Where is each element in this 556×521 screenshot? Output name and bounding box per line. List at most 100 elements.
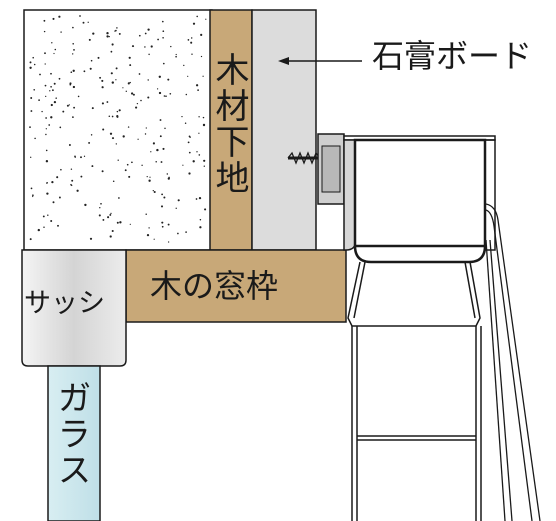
concrete-speckle bbox=[57, 224, 59, 227]
concrete-speckle bbox=[149, 176, 151, 178]
concrete-speckle bbox=[109, 132, 113, 135]
concrete-speckle bbox=[198, 132, 200, 134]
concrete-speckle bbox=[72, 43, 74, 45]
concrete-speckle bbox=[58, 77, 61, 80]
concrete-speckle bbox=[92, 32, 95, 35]
rail-hanger bbox=[347, 261, 482, 521]
concrete-speckle bbox=[197, 89, 199, 91]
concrete-speckle bbox=[52, 17, 55, 20]
concrete-speckle bbox=[45, 149, 48, 152]
concrete-speckle bbox=[131, 161, 133, 164]
concrete-speckle bbox=[54, 48, 57, 51]
concrete-speckle bbox=[89, 237, 93, 240]
concrete-speckle bbox=[115, 79, 117, 81]
concrete-speckle bbox=[188, 172, 191, 175]
concrete-speckle bbox=[192, 160, 195, 163]
concrete-speckle bbox=[202, 123, 206, 127]
wood-base-label: 木材下地 bbox=[209, 52, 249, 196]
concrete-speckle bbox=[166, 173, 169, 175]
concrete-speckle bbox=[109, 213, 112, 216]
concrete-speckle bbox=[147, 96, 150, 99]
concrete-speckle bbox=[147, 79, 149, 81]
concrete-speckle bbox=[89, 67, 92, 70]
concrete-speckle bbox=[51, 42, 53, 44]
concrete-speckle bbox=[80, 175, 83, 178]
concrete-speckle bbox=[33, 88, 36, 91]
concrete-speckle bbox=[138, 73, 141, 75]
concrete-speckle bbox=[90, 134, 93, 136]
concrete-speckle bbox=[140, 99, 142, 102]
concrete-speckle bbox=[152, 189, 154, 192]
concrete-speckle bbox=[59, 126, 62, 129]
concrete-speckle bbox=[159, 119, 162, 121]
concrete-speckle bbox=[72, 116, 74, 118]
concrete-speckle bbox=[157, 38, 159, 41]
concrete-speckle bbox=[175, 55, 177, 58]
concrete-speckle bbox=[90, 59, 93, 62]
concrete-speckle bbox=[47, 214, 49, 216]
concrete-speckle bbox=[110, 50, 113, 53]
concrete-speckle bbox=[70, 183, 72, 186]
concrete-speckle bbox=[116, 27, 118, 29]
concrete-speckle bbox=[66, 104, 69, 107]
concrete-speckle bbox=[195, 198, 198, 200]
concrete-speckle bbox=[83, 70, 86, 73]
concrete-speckle bbox=[198, 116, 200, 118]
concrete-speckle bbox=[128, 175, 131, 178]
concrete-speckle bbox=[72, 85, 76, 89]
concrete-speckle bbox=[53, 52, 55, 55]
concrete-speckle bbox=[52, 201, 55, 204]
concrete-speckle bbox=[167, 223, 170, 226]
concrete-speckle bbox=[43, 19, 46, 22]
concrete-speckle bbox=[160, 205, 164, 208]
concrete-speckle bbox=[167, 241, 170, 243]
concrete-speckle bbox=[45, 95, 47, 98]
concrete-speckle bbox=[111, 115, 114, 118]
concrete-speckle bbox=[50, 85, 52, 88]
concrete-speckle bbox=[198, 196, 202, 200]
concrete-speckle bbox=[111, 43, 114, 46]
concrete-speckle bbox=[106, 35, 109, 38]
concrete-speckle bbox=[128, 56, 131, 59]
concrete-speckle bbox=[129, 223, 131, 225]
concrete-speckle bbox=[49, 90, 51, 92]
concrete-speckle bbox=[161, 225, 164, 228]
concrete-speckle bbox=[175, 207, 177, 209]
concrete-speckle bbox=[199, 226, 202, 229]
concrete-speckle bbox=[32, 195, 34, 198]
concrete-speckle bbox=[127, 126, 130, 128]
concrete-speckle bbox=[29, 126, 31, 128]
concrete-speckle bbox=[170, 45, 172, 48]
concrete-speckle bbox=[52, 89, 54, 92]
concrete-speckle bbox=[204, 208, 207, 211]
concrete-speckle bbox=[110, 72, 113, 75]
concrete-speckle bbox=[117, 159, 119, 161]
concrete-speckle bbox=[185, 231, 187, 233]
glass-pane bbox=[47, 365, 101, 521]
concrete-speckle bbox=[33, 63, 36, 66]
concrete-speckle bbox=[144, 32, 147, 35]
concrete-speckle bbox=[44, 52, 46, 55]
concrete-speckle bbox=[163, 95, 166, 97]
concrete-speckle bbox=[56, 176, 59, 179]
concrete-speckle bbox=[50, 103, 53, 107]
concrete-speckle bbox=[188, 151, 191, 154]
concrete-speckle bbox=[111, 81, 114, 84]
concrete-speckle bbox=[119, 221, 122, 224]
concrete-speckle bbox=[45, 128, 47, 130]
concrete-speckle bbox=[177, 232, 179, 235]
concrete-speckle bbox=[102, 218, 105, 221]
concrete-speckle bbox=[198, 154, 201, 156]
concrete-speckle bbox=[147, 28, 150, 31]
concrete-speckle bbox=[50, 220, 53, 222]
concrete-speckle bbox=[46, 192, 49, 195]
concrete-speckle bbox=[115, 143, 117, 145]
concrete-speckle bbox=[146, 233, 150, 237]
concrete-speckle bbox=[161, 221, 164, 224]
concrete-speckle bbox=[37, 228, 40, 232]
concrete-speckle bbox=[58, 196, 61, 199]
concrete-speckle bbox=[101, 86, 104, 89]
concrete-speckle bbox=[187, 39, 190, 41]
concrete-speckle bbox=[196, 15, 198, 18]
concrete-speckle bbox=[205, 18, 207, 20]
